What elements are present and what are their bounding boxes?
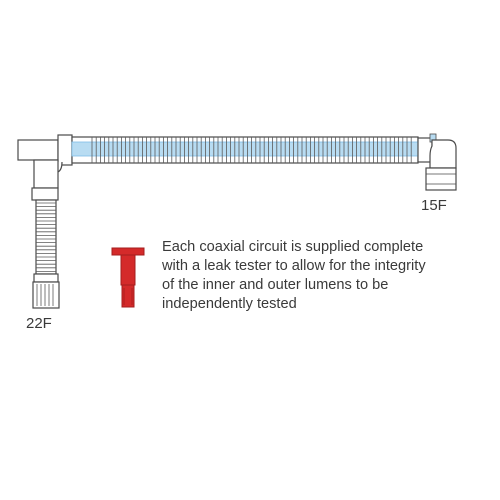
- elbow-connector-15f: [417, 133, 457, 191]
- port-label-22f: 22F: [26, 315, 52, 332]
- tube-corrugations: [91, 137, 412, 163]
- leak-tester: [111, 247, 145, 308]
- vertical-tube: [31, 187, 59, 275]
- y-piece-connector: [17, 134, 73, 189]
- port-label-15f: 15F: [421, 197, 447, 214]
- connector-22f: [32, 273, 60, 309]
- grip-ridges: [36, 284, 54, 306]
- coaxial-tube: [71, 136, 423, 164]
- leak-tester-note: Each coaxial circuit is supplied complet…: [162, 239, 426, 312]
- vertical-corrugations: [36, 202, 56, 272]
